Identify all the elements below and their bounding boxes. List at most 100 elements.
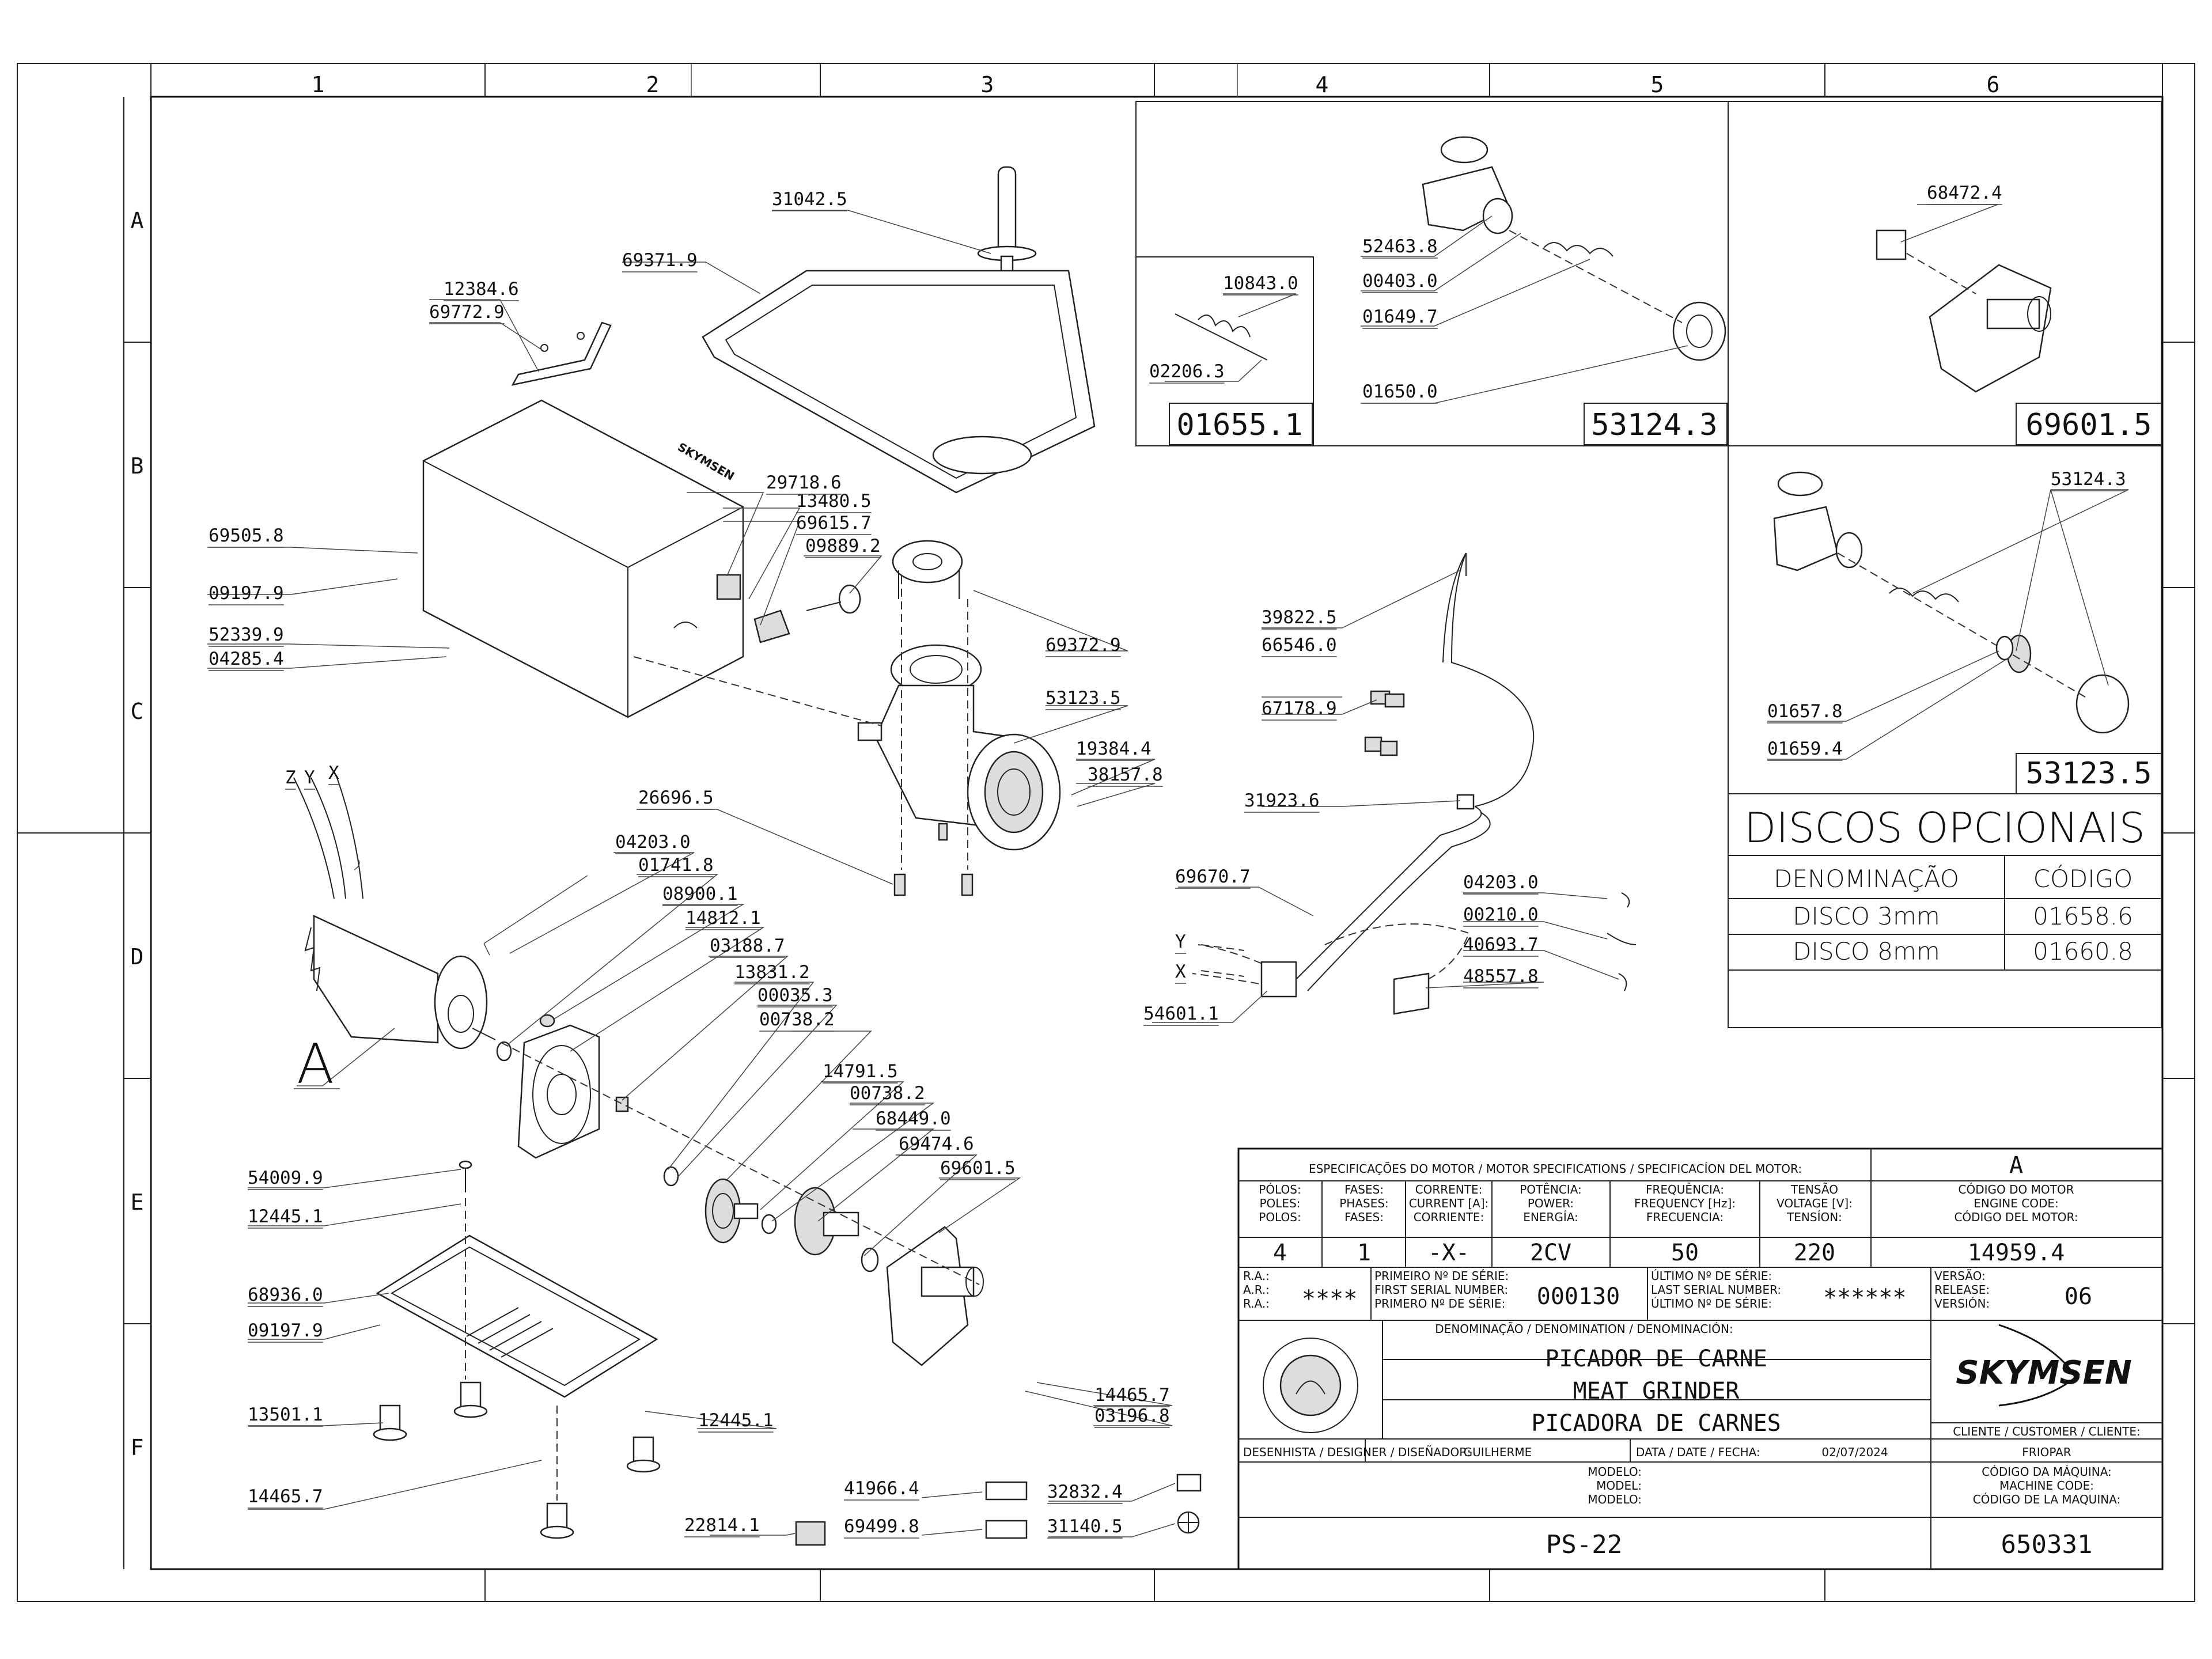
part-ref: 04203.0 — [1463, 872, 1539, 893]
denomination-header: DENOMINAÇÃO / DENOMINATION / DENOMINACIÓ… — [1435, 1322, 1733, 1336]
part-drawings: SKYMSEN — [293, 166, 1202, 1546]
part-ref: 14812.1 — [685, 908, 761, 929]
part-ref: 31042.5 — [772, 189, 847, 210]
version-label: VERSÃO: — [1934, 1269, 1986, 1283]
first-serial-label: PRIMERO Nº DE SÉRIE: — [1374, 1297, 1505, 1310]
grid-col-label: 3 — [981, 72, 994, 97]
discs-header: CÓDIGO — [2033, 864, 2133, 893]
grid-col-label: 1 — [312, 72, 325, 97]
wire-label-x: X — [328, 763, 339, 783]
grid-row-label: F — [131, 1435, 144, 1460]
part-ref: 31923.6 — [1244, 790, 1320, 811]
inset-box-label: 53124.3 — [1591, 408, 1717, 442]
client: FRIOPAR — [2022, 1445, 2071, 1459]
part-ref: 52463.8 — [1362, 236, 1438, 257]
spec-head: TENSÍON: — [1786, 1210, 1842, 1224]
part-ref: 10843.0 — [1223, 273, 1298, 294]
part-ref: 68936.0 — [248, 1285, 323, 1305]
product-name-es: PICADORA DE CARNES — [1531, 1410, 1781, 1437]
part-ref: 09197.9 — [209, 583, 284, 604]
grid-col-label: 4 — [1316, 72, 1329, 97]
spec-head: CURRENT [A]: — [1409, 1196, 1489, 1210]
gear-large-part — [704, 1178, 759, 1244]
machine-code-label: CÓDIGO DE LA MAQUINA: — [1973, 1493, 2121, 1506]
version: 06 — [2065, 1283, 2092, 1310]
gear-second-part — [794, 1187, 859, 1256]
part-ref: 14791.5 — [823, 1061, 898, 1082]
spec-value: 4 — [1273, 1240, 1287, 1266]
spec-head: ENERGÍA: — [1523, 1210, 1578, 1224]
part-ref: 69772.9 — [429, 302, 505, 323]
spec-value: 14959.4 — [1968, 1240, 2065, 1266]
part-ref: 69371.9 — [622, 250, 698, 271]
grid-row-label: C — [131, 699, 144, 724]
grid-col-label: 5 — [1651, 72, 1664, 97]
designer-label: DESENHISTA / DESIGNER / DISEÑADOR: — [1243, 1445, 1471, 1459]
tray-part — [702, 270, 1096, 494]
part-ref: 01657.8 — [1767, 701, 1843, 722]
motor-wire-labels: Z Y X — [285, 763, 339, 790]
part-ref: 69601.5 — [940, 1158, 1016, 1179]
part-ref: 01659.4 — [1767, 738, 1843, 759]
disc-name: DISCO 8mm — [1793, 937, 1940, 965]
first-serial: 000130 — [1537, 1283, 1620, 1310]
part-ref: 04203.0 — [615, 832, 691, 853]
ra-label: A.R.: — [1243, 1283, 1270, 1297]
part-ref: 13831.2 — [734, 962, 810, 983]
part-ref: 68449.0 — [876, 1108, 951, 1129]
grid-row-label: A — [131, 208, 144, 233]
part-ref: 12384.6 — [444, 279, 519, 300]
part-ref: 67178.9 — [1262, 698, 1337, 719]
harness-leaders — [1152, 570, 1619, 1023]
rear-cover-part — [886, 1226, 984, 1366]
spec-head: POTÊNCIA: — [1520, 1183, 1582, 1196]
version-label: RELEASE: — [1934, 1283, 1990, 1297]
motor-letter: A — [2009, 1152, 2023, 1179]
ra-label: R.A.: — [1243, 1297, 1270, 1310]
part-ref: 69499.8 — [844, 1516, 919, 1537]
part-ref: 00403.0 — [1362, 271, 1438, 291]
part-ref: 00035.3 — [757, 985, 833, 1006]
bracket-part — [511, 321, 612, 386]
spec-head: POLOS: — [1259, 1210, 1301, 1224]
spec-value: -X- — [1428, 1240, 1469, 1266]
part-ref: 00738.2 — [850, 1083, 925, 1104]
spec-head: PÓLOS: — [1259, 1183, 1301, 1196]
spec-value: 1 — [1357, 1240, 1371, 1266]
part-ref: 01741.8 — [638, 855, 714, 876]
wire-label-z: Z — [285, 767, 296, 788]
part-ref: 69670.7 — [1175, 866, 1251, 887]
grinder-body-part — [857, 684, 1061, 851]
part-ref: 31140.5 — [1047, 1516, 1123, 1537]
spec-head: FREQUÊNCIA: — [1646, 1183, 1724, 1196]
inset-box-label: 01655.1 — [1176, 408, 1302, 442]
part-ref: 40693.7 — [1463, 934, 1539, 955]
spec-head: FRECUENCIA: — [1646, 1210, 1724, 1224]
model-label: MODELO: — [1588, 1465, 1642, 1479]
harness-wire-label: Y — [1175, 931, 1186, 952]
spec-head: CÓDIGO DO MOTOR — [1959, 1183, 2074, 1196]
designer: GUILHERME — [1464, 1445, 1532, 1459]
part-ref: 01649.7 — [1362, 306, 1438, 327]
part-ref: 69615.7 — [796, 513, 872, 533]
model-label: MODELO: — [1588, 1493, 1642, 1506]
housing-part: SKYMSEN — [422, 399, 744, 718]
part-ref: 00210.0 — [1463, 904, 1539, 925]
part-ref: 09889.2 — [805, 536, 881, 556]
part-ref: 22814.1 — [684, 1515, 760, 1536]
spec-head: FASES: — [1344, 1183, 1384, 1196]
spec-head: FREQUENCY [Hz]: — [1634, 1196, 1736, 1210]
spec-head: CÓDIGO DEL MOTOR: — [1954, 1210, 2078, 1224]
part-ref: 03188.7 — [710, 935, 785, 956]
grid-row-label: D — [131, 944, 144, 969]
disc-code: 01658.6 — [2033, 902, 2133, 930]
grid-col-label: 6 — [1987, 72, 2000, 97]
grid-col-label: 2 — [646, 72, 660, 97]
disc-name: DISCO 3mm — [1793, 902, 1940, 930]
part-ref: 69505.8 — [209, 525, 284, 546]
part-ref: 26696.5 — [638, 787, 714, 808]
machine-code: 650331 — [2001, 1530, 2093, 1559]
part-ref: 53124.3 — [2051, 469, 2126, 490]
spec-head: TENSÃO — [1790, 1183, 1838, 1196]
part-ref: 41966.4 — [844, 1478, 919, 1499]
